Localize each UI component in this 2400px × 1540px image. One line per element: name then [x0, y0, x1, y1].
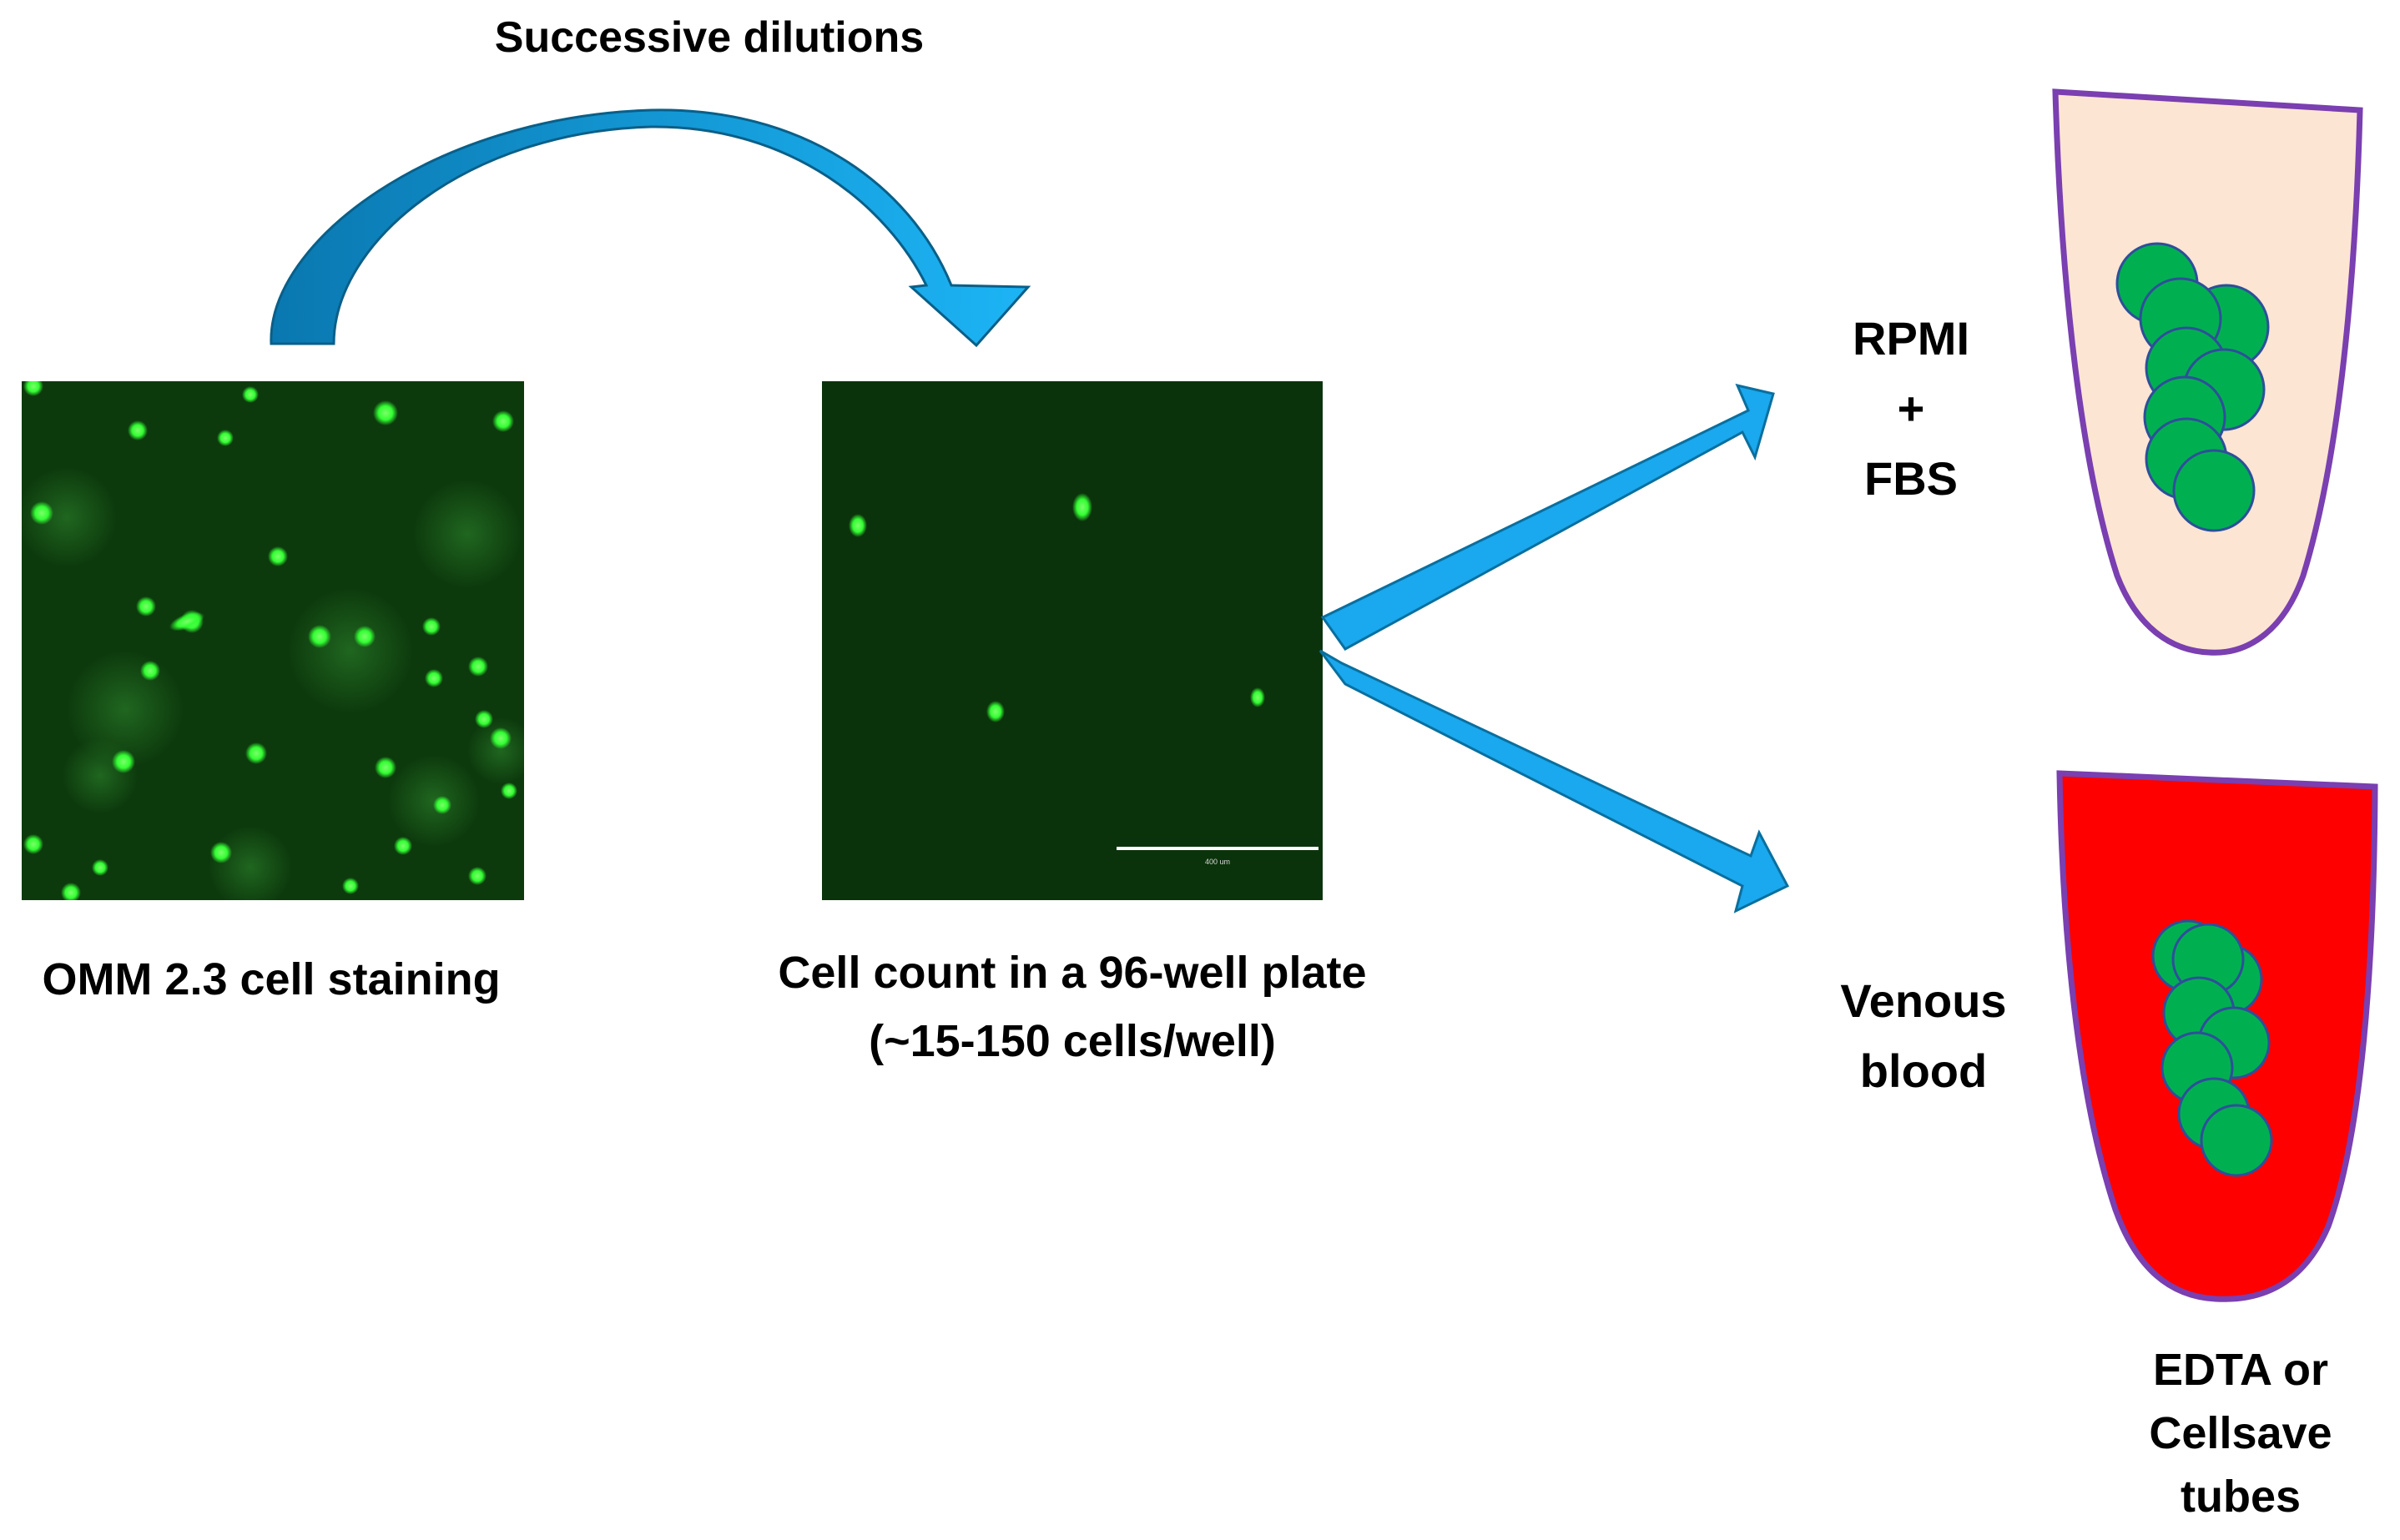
stained-cell: [354, 626, 376, 647]
cell-halo: [209, 826, 292, 900]
middle-caption-line1: Cell count in a 96-well plate: [778, 948, 1367, 998]
stained-cell: [468, 657, 488, 677]
cell-halo: [63, 738, 138, 813]
stained-cell: [375, 757, 396, 778]
medium-cell-cluster: [2115, 242, 2270, 532]
cell-staining-image: [22, 381, 524, 900]
stained-cell: [23, 834, 43, 854]
medium-label-line3: FBS: [1864, 452, 1958, 505]
stained-cell: [140, 661, 160, 681]
tube-type-line3: tubes: [2180, 1472, 2302, 1522]
scale-bar-label: 400 um: [1205, 858, 1230, 866]
well-plate-count-image: [822, 381, 1323, 900]
blood-cell-cluster: [2151, 919, 2273, 1177]
counted-cell: [849, 514, 867, 537]
cluster-cell: [2200, 1104, 2273, 1177]
tube-type-line1: EDTA or: [2153, 1345, 2328, 1395]
stained-cell: [394, 837, 412, 855]
dilution-arc-arrow: [270, 108, 1031, 348]
stained-cell: [492, 410, 514, 432]
stained-cell: [268, 546, 288, 566]
stained-cell: [61, 883, 81, 900]
cell-halo: [388, 755, 480, 847]
stained-cell: [501, 783, 517, 799]
stained-cell: [475, 710, 493, 728]
stained-cell: [468, 867, 487, 885]
stained-cell: [136, 596, 156, 617]
arrow-to-blood-tube: [1318, 649, 1790, 913]
stained-cell: [210, 842, 232, 863]
counted-cell: [1072, 493, 1092, 521]
cell-staining-field: [22, 381, 524, 900]
stained-cell: [245, 742, 267, 764]
tube-type-line2: Cellsave: [2149, 1408, 2332, 1458]
arrow-to-medium-tube: [1320, 383, 1775, 651]
stained-cell: [242, 386, 259, 403]
cluster-cell: [2172, 449, 2256, 532]
stained-cell: [425, 669, 443, 687]
stained-cell: [169, 611, 204, 632]
stained-cell: [342, 878, 359, 894]
cell-halo: [288, 588, 413, 713]
blood-label-line2: blood: [1859, 1044, 1988, 1097]
stained-cell: [23, 381, 43, 396]
stained-cell: [128, 420, 148, 440]
stained-cell: [308, 625, 331, 648]
stained-cell: [490, 727, 512, 749]
counted-cell: [986, 701, 1005, 722]
counted-cell: [1250, 687, 1265, 707]
left-caption: OMM 2.3 cell staining: [42, 954, 501, 1004]
stained-cell: [433, 796, 451, 814]
stained-cell: [373, 400, 398, 425]
stained-cell: [30, 501, 53, 525]
medium-label-line1: RPMI: [1853, 312, 1969, 365]
middle-caption-line2: (~15-150 cells/well): [869, 1016, 1276, 1066]
blood-label-line1: Venous: [1840, 974, 2007, 1027]
cell-halo: [67, 651, 184, 767]
arc-title: Successive dilutions: [494, 13, 925, 62]
stained-cell: [92, 859, 108, 876]
stained-cell: [217, 430, 234, 446]
stained-cell: [112, 750, 135, 773]
cell-halo: [22, 467, 117, 567]
medium-label-line2: +: [1897, 382, 1925, 435]
cell-halo: [413, 480, 522, 588]
stained-cell: [422, 617, 441, 636]
